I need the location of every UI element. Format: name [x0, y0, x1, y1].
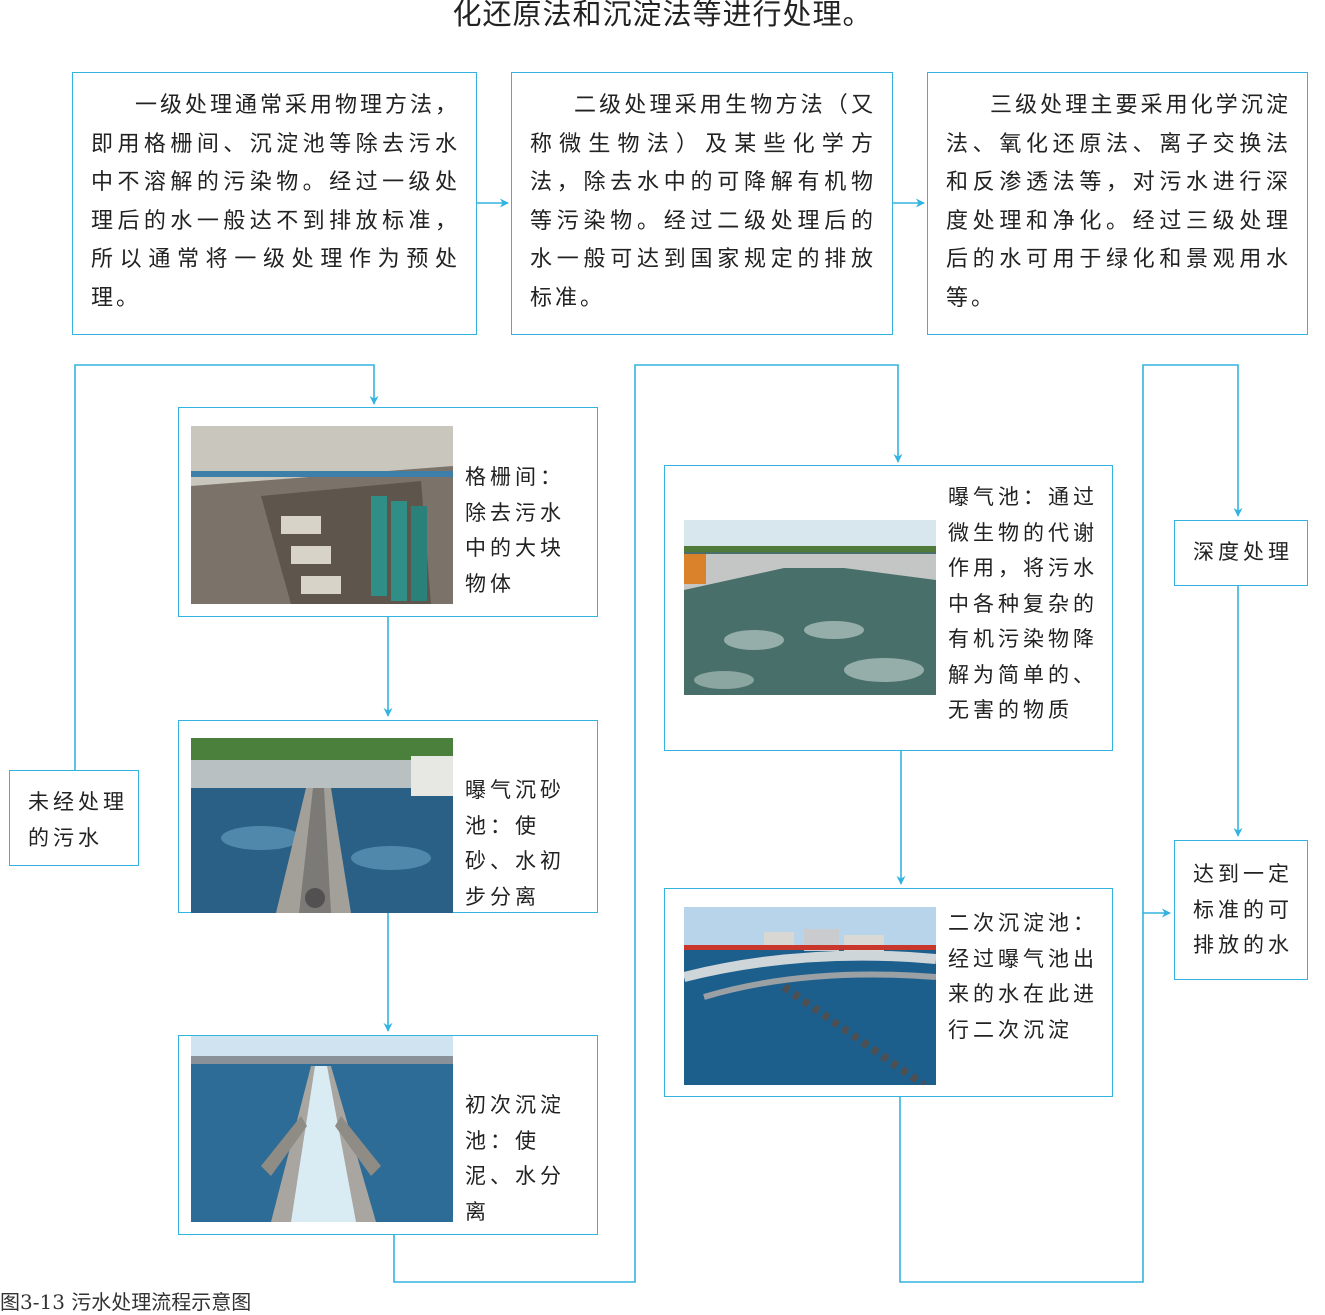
- grit-chamber-box: 曝气沉砂池：使砂、水初步分离: [178, 720, 598, 913]
- primary-settling-photo: [191, 1036, 453, 1222]
- discharge-water-box: 达到一定标准的可排放的水: [1174, 840, 1308, 980]
- arrow-secondary-settle-to-discharge: [899, 908, 1171, 1283]
- aeration-tank-label: 曝气池：通过微生物的代谢作用，将污水中各种复杂的有机污染物降解为简单的、无害的物…: [948, 485, 1098, 722]
- primary-settling-box: 初次沉淀池：使泥、水分离: [178, 1035, 598, 1235]
- secondary-treatment-text: 二级处理采用生物方法（又称微生物法）及某些化学方法，除去水中的可降解有机物等污染…: [530, 93, 876, 311]
- intro-text-tail: 化还原法和沉淀法等进行处理。: [452, 0, 873, 31]
- secondary-settling-box: 二次沉淀池：经过曝气池出来的水在此进行二次沉淀: [664, 888, 1113, 1097]
- discharge-water-label: 达到一定标准的可排放的水: [1193, 862, 1293, 957]
- screen-chamber-label: 格栅间：除去污水中的大块物体: [465, 465, 565, 596]
- tertiary-treatment-box: 三级处理主要采用化学沉淀法、氧化还原法、离子交换法和反渗透法等，对污水进行深度处…: [927, 72, 1308, 335]
- screen-chamber-box: 格栅间：除去污水中的大块物体: [178, 407, 598, 617]
- arrow-primary-settle-to-aeration: [393, 364, 903, 1283]
- aeration-tank-photo: [684, 520, 936, 695]
- arrow-untreated-to-screen: [74, 364, 379, 770]
- secondary-settling-label: 二次沉淀池：经过曝气池出来的水在此进行二次沉淀: [948, 911, 1098, 1042]
- primary-settling-label: 初次沉淀池：使泥、水分离: [465, 1093, 565, 1224]
- arrow-to-advanced: [1142, 364, 1243, 913]
- advanced-treatment-box: 深度处理: [1174, 520, 1308, 586]
- grit-chamber-photo: [191, 738, 453, 913]
- secondary-settling-photo: [684, 907, 936, 1085]
- figure-caption: 图3-13 污水处理流程示意图: [0, 1290, 252, 1314]
- primary-treatment-box: 一级处理通常采用物理方法，即用格栅间、沉淀池等除去污水中不溶解的污染物。经过一级…: [72, 72, 477, 335]
- advanced-treatment-label: 深度处理: [1193, 540, 1293, 564]
- secondary-treatment-box: 二级处理采用生物方法（又称微生物法）及某些化学方法，除去水中的可降解有机物等污染…: [511, 72, 893, 335]
- untreated-water-box: 未经处理的污水: [9, 770, 139, 866]
- tertiary-treatment-text: 三级处理主要采用化学沉淀法、氧化还原法、离子交换法和反渗透法等，对污水进行深度处…: [946, 93, 1291, 311]
- screen-chamber-photo: [191, 426, 453, 604]
- untreated-water-label: 未经处理的污水: [28, 790, 128, 850]
- aeration-tank-box: 曝气池：通过微生物的代谢作用，将污水中各种复杂的有机污染物降解为简单的、无害的物…: [664, 465, 1113, 751]
- grit-chamber-label: 曝气沉砂池：使砂、水初步分离: [465, 778, 565, 909]
- primary-treatment-text: 一级处理通常采用物理方法，即用格栅间、沉淀池等除去污水中不溶解的污染物。经过一级…: [91, 93, 461, 311]
